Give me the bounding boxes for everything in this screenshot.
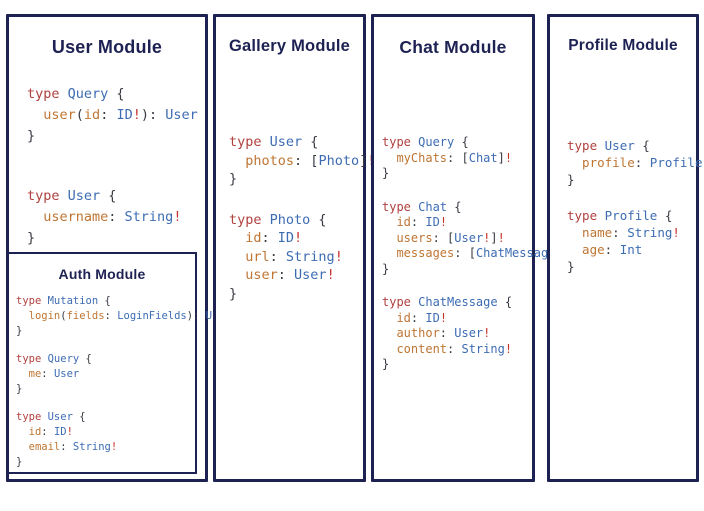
profile-module-code: type User { profile: Profile!}type Profi… <box>567 138 704 274</box>
user-module-code: type Query { user(id: ID!): User}type Us… <box>27 86 198 246</box>
panel-auth-module: Auth Module type Mutation { login(fields… <box>7 252 231 474</box>
panel-chat-module: Chat Module type Query { myChats: [Chat]… <box>371 14 570 482</box>
auth-module-title: Auth Module <box>58 266 146 282</box>
chat-module-title: Chat Module <box>399 37 507 57</box>
profile-module-title: Profile Module <box>568 37 678 54</box>
gallery-module-code: type User { photos: [Photo]!}type Photo … <box>229 134 375 302</box>
user-module-title: User Module <box>51 37 163 57</box>
panel-gallery-module: Gallery Module type User { photos: [Phot… <box>213 14 375 482</box>
gallery-module-title: Gallery Module <box>228 37 351 55</box>
chat-module-code: type Query { myChats: [Chat]!}type Chat … <box>382 135 570 371</box>
auth-module-code: type Mutation { login(fields: LoginField… <box>16 295 231 468</box>
panel-profile-module: Profile Module type User { profile: Prof… <box>547 14 704 482</box>
panel-user-module: User Module type Query { user(id: ID!): … <box>6 14 231 482</box>
